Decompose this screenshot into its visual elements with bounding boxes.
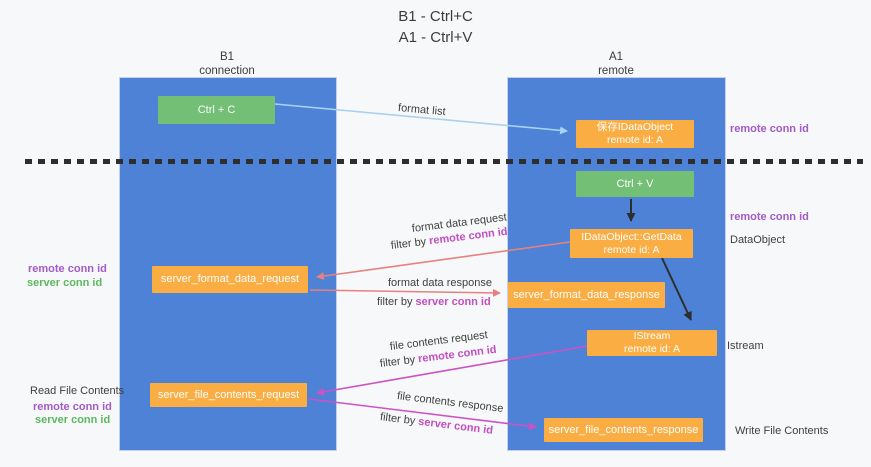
title-line-1: B1 - Ctrl+C [398,8,473,25]
node-server-file-contents-response: server_file_contents_response [544,418,703,442]
filter-by-text: filter by [379,353,419,370]
node-save-idataobject-line2: remote id: A [606,134,664,146]
left-column-name: B1 [219,51,235,63]
left-label-remote-conn-id: remote conn id [28,263,107,275]
right-column-subtitle: remote [598,65,634,77]
left-label-read-file-contents: Read File Contents [30,385,125,397]
node-idataobject-getdata-line1: IDataObject::GetData [581,230,682,243]
right-label-write-file-contents: Write File Contents [735,425,829,437]
edge-label-format-data-response: format data response [388,277,492,289]
right-column-header: A1 remote [546,50,686,78]
right-column-name: A1 [608,51,624,63]
arrow-format-data-response [309,288,501,297]
node-server-format-data-request: server_format_data_request [152,266,308,293]
node-idataobject-getdata: IDataObject::GetData remote id: A [570,229,693,258]
edge-label-format-list: format list [397,102,447,119]
filter-by-text: filter by [390,235,430,252]
edge-label-file-contents-response: file contents response [396,390,505,416]
node-server-file-contents-request-label: server_file_contents_request [157,388,300,401]
node-idataobject-getdata-line2: remote id: A [603,243,660,256]
filter-by-text: filter by [379,411,420,428]
node-server-format-data-request-label: server_format_data_request [160,273,300,285]
node-istream-line1: IStream [633,330,671,342]
node-save-idataobject: 保存IDataObject remote id: A [576,120,694,148]
right-label-istream: Istream [727,340,764,352]
edge-label-filter-server-2: filter by server conn id [379,411,493,438]
node-ctrl-c: Ctrl + C [158,96,275,124]
node-ctrl-c-label: Ctrl + C [197,103,236,116]
node-ctrl-v-label: Ctrl + V [616,177,654,190]
left-label-read-remote-conn-id: remote conn id [33,401,112,413]
node-server-file-contents-request: server_file_contents_request [150,383,307,407]
left-label-read-server-conn-id: server conn id [35,414,111,426]
server-conn-id-text: server conn id [415,296,491,308]
right-label-remote-conn-id-top: remote conn id [730,123,809,135]
right-label-remote-conn-id-mid: remote conn id [730,211,809,223]
filter-by-text: filter by [377,296,416,308]
diagram-title: B1 - Ctrl+C A1 - Ctrl+V [0,6,871,48]
node-server-format-data-response-label: server_format_data_response [513,288,660,301]
node-istream: IStream remote id: A [587,330,717,356]
node-save-idataobject-line1: 保存IDataObject [596,121,674,133]
edge-label-filter-server-1: filter by server conn id [377,296,491,309]
node-istream-line2: remote id: A [623,343,681,355]
right-label-dataobject: DataObject [730,234,786,246]
left-column-subtitle: connection [199,65,255,77]
node-server-file-contents-response-label: server_file_contents_response [548,423,699,436]
dashed-divider-line [25,159,863,164]
left-label-server-conn-id: server conn id [27,277,103,289]
node-ctrl-v: Ctrl + V [576,171,694,197]
title-line-2: A1 - Ctrl+V [398,29,473,46]
server-conn-id-text: server conn id [417,415,494,437]
left-column-header: B1 connection [157,50,297,78]
node-server-format-data-response: server_format_data_response [508,282,665,308]
